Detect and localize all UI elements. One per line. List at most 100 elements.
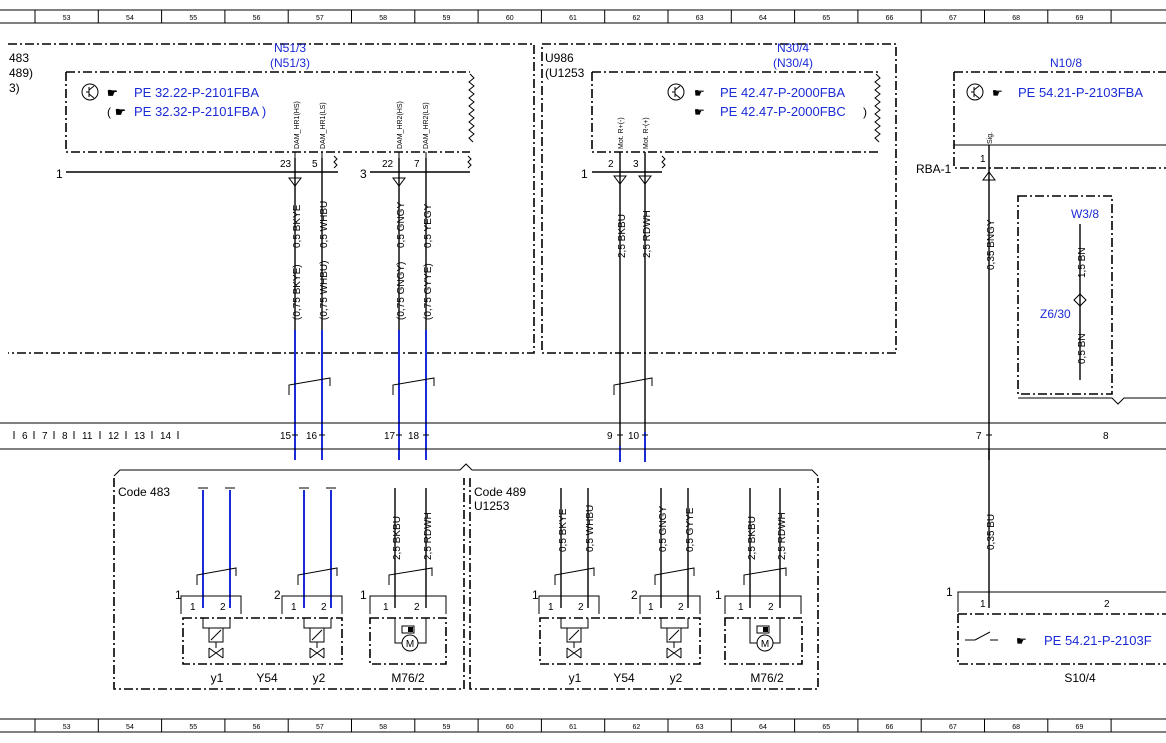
n30-pin-3: 3: [633, 159, 639, 170]
conn-pin-15: 15: [280, 431, 292, 442]
code489-motor-wire-2: 2,5 RDWH: [777, 512, 788, 560]
code489-wire-3: 0,5 GNGY: [658, 506, 669, 552]
bottom-ruler-cell: 64: [759, 724, 767, 731]
bottom-ruler-cell: 62: [632, 724, 640, 731]
code489-valve-icon-y1: [560, 618, 589, 659]
n51-ref-2-open: (: [107, 105, 111, 119]
bottom-ruler-cell: 63: [696, 724, 704, 731]
n51-ref-1[interactable]: PE 32.22-P-2101FBA: [134, 85, 259, 100]
n10-wire-label: 0,35 BNGY: [986, 219, 997, 270]
n51-ecu-icon: [81, 83, 99, 101]
conn-left-pin: 8: [62, 431, 68, 442]
s10-connector: [957, 591, 1166, 612]
n30-code-u1253: (U1253: [545, 66, 585, 80]
top-ruler-cell: 56: [253, 15, 261, 22]
code489-v2-pin1: 1: [648, 602, 654, 613]
n51-wire-23: 0,5 BKYE: [292, 204, 303, 248]
code489-m-pin2: 2: [768, 602, 774, 613]
bottom-ruler-cell: 69: [1076, 724, 1084, 731]
n30-wire-3: 2,5 RDWH: [642, 210, 653, 258]
bottom-ruler-cell: 67: [949, 724, 957, 731]
top-ruler-cell: 67: [949, 15, 957, 22]
w3-label: W3/8: [1071, 207, 1099, 221]
code489-y54: Y54: [613, 671, 635, 685]
n51-wires-upper: [294, 158, 427, 330]
n51-ref-2[interactable]: PE 32.32-P-2101FBA ): [134, 104, 266, 119]
code483-m-pin2: 2: [414, 602, 420, 613]
bottom-ruler-cell: 61: [569, 724, 577, 731]
bottom-ruler-cell: 65: [822, 724, 830, 731]
top-ruler-cell: 60: [506, 15, 514, 22]
conn-pin-17: 17: [384, 431, 396, 442]
n51-title-paren: (N51/3): [270, 56, 310, 70]
bottom-ruler-cell: 60: [506, 724, 514, 731]
conn-pin-9: 9: [607, 431, 613, 442]
n51-outer-box: [8, 43, 535, 354]
s10-con-1: 1: [946, 585, 953, 599]
code483-motor: M76/2: [391, 671, 425, 685]
top-ruler-cell: 53: [63, 15, 71, 22]
n51-wire-5: 0,5 WHBU: [319, 201, 330, 248]
n10-connector-arrow: [982, 171, 996, 181]
code483-y54: Y54: [256, 671, 278, 685]
code483-group-2: 2: [274, 588, 281, 602]
n51-pointer-icon-1: ☛: [107, 86, 118, 100]
code483-motor-icon: M: [394, 618, 427, 652]
code483-wires-blue: [202, 490, 332, 608]
code483-y1: y1: [211, 671, 224, 685]
code483-v2-pin1: 1: [291, 602, 297, 613]
n30-ref-2-close: ): [863, 105, 867, 119]
conn-left-pin: 11: [82, 431, 93, 442]
code489-group-3: 1: [715, 588, 722, 602]
n51-pin-7: 7: [414, 159, 420, 170]
bottom-ruler-cell: 54: [126, 724, 134, 731]
code483-m-pin1: 1: [383, 602, 389, 613]
code489-sub: U1253: [474, 499, 510, 513]
n51-alt-5: (0,75 WHBU): [319, 261, 330, 320]
s10-pointer-icon: ☛: [1016, 634, 1027, 648]
n10-pin-1: 1: [980, 154, 986, 165]
n30-pin-sig-3: Mot. R-(+): [643, 117, 650, 149]
n30-ref-2[interactable]: PE 42.47-P-2000FBC: [720, 104, 846, 119]
w3-box: [1017, 195, 1113, 395]
n10-ref-1[interactable]: PE 54.21-P-2103FBA: [1018, 85, 1143, 100]
code483-motor-wires: [394, 488, 427, 608]
n51-inner-box: [65, 72, 470, 153]
n51-alt-22: (0,75 GNGY): [396, 262, 407, 320]
n10-ecu-icon: [966, 83, 984, 101]
n30-ecu-icon: [667, 83, 685, 101]
top-ruler-cell: 65: [822, 15, 830, 22]
bottom-ruler-cell: 53: [63, 724, 71, 731]
s10-ref[interactable]: PE 54.21-P-2103F: [1044, 633, 1152, 648]
conn-pin-16: 16: [306, 431, 318, 442]
n51-code-3: 3): [9, 81, 20, 95]
top-ruler-cell: 59: [443, 15, 451, 22]
n51-con-1: 1: [56, 167, 63, 181]
code489-m-pin1: 1: [738, 602, 744, 613]
n51-pin-5: 5: [312, 159, 318, 170]
top-ruler-cell: 61: [569, 15, 577, 22]
n51-twist-marks: [288, 377, 435, 395]
code489-group-1: 1: [532, 588, 539, 602]
n51-pin-sig-7: DAM_HR2(LS): [423, 102, 430, 149]
code489-y2: y2: [670, 671, 683, 685]
n51-pin-22: 22: [382, 159, 394, 170]
n51-pointer-icon-2: ☛: [115, 105, 126, 119]
n30-con-1: 1: [581, 167, 588, 181]
conn-left-pin: 13: [134, 431, 146, 442]
z6-label: Z6/30: [1040, 307, 1071, 321]
top-ruler-cell: 62: [632, 15, 640, 22]
n10-box: [953, 71, 1166, 169]
n51-alt-23: (0,75 BKYE): [292, 264, 303, 320]
s10-pin-1: 1: [980, 599, 986, 610]
code483-valve-icon-y2: [303, 618, 332, 659]
conn-pin-18: 18: [408, 431, 420, 442]
n51-pin-23: 23: [280, 159, 292, 170]
code483-label: Code 483: [118, 485, 170, 499]
n30-ref-1[interactable]: PE 42.47-P-2000FBA: [720, 85, 845, 100]
code489-wire-1: 0,5 BKYE: [558, 508, 569, 552]
code489-wires: [560, 488, 781, 608]
s10-wire-label: 0,35 BU: [986, 514, 997, 550]
